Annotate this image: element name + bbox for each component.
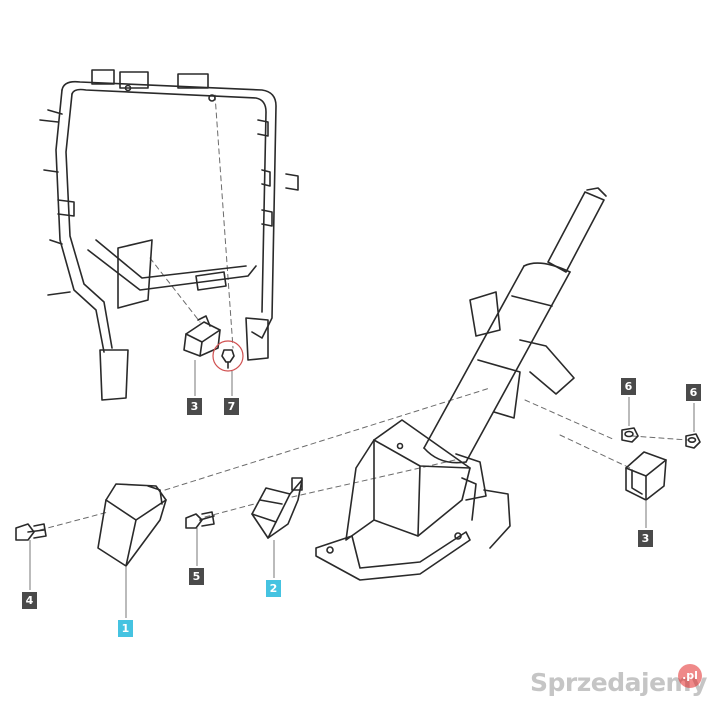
part-5-bolt (185, 511, 215, 529)
assembly-dashed-lines (39, 94, 689, 531)
part-7-bolt (212, 340, 244, 372)
part-3-bracket-upper (183, 315, 221, 357)
watermark-badge: .pl (678, 664, 702, 688)
callout-leader-lines (29, 360, 695, 618)
part-3-bracket-right (625, 451, 667, 501)
callout-part-5: 5 (189, 568, 204, 585)
mounting-frame (39, 69, 299, 401)
callout-part-3-upper: 3 (187, 398, 202, 415)
steering-column (423, 187, 607, 549)
callout-part-4: 4 (22, 592, 37, 609)
watermark-logo: Sprzedajemy (530, 668, 707, 697)
part-6-nut-right (685, 433, 701, 449)
callout-part-2: 2 (266, 580, 281, 597)
callout-part-7: 7 (224, 398, 239, 415)
column-base (315, 419, 471, 581)
callout-part-3-right: 3 (638, 530, 653, 547)
callout-part-6-right: 6 (686, 384, 701, 401)
part-1-cover (97, 483, 167, 567)
part-6-nut-left (621, 427, 639, 443)
callout-part-1: 1 (118, 620, 133, 637)
part-2-relay (251, 477, 303, 539)
callout-part-6-left: 6 (621, 378, 636, 395)
part-4-bolt (15, 523, 47, 541)
